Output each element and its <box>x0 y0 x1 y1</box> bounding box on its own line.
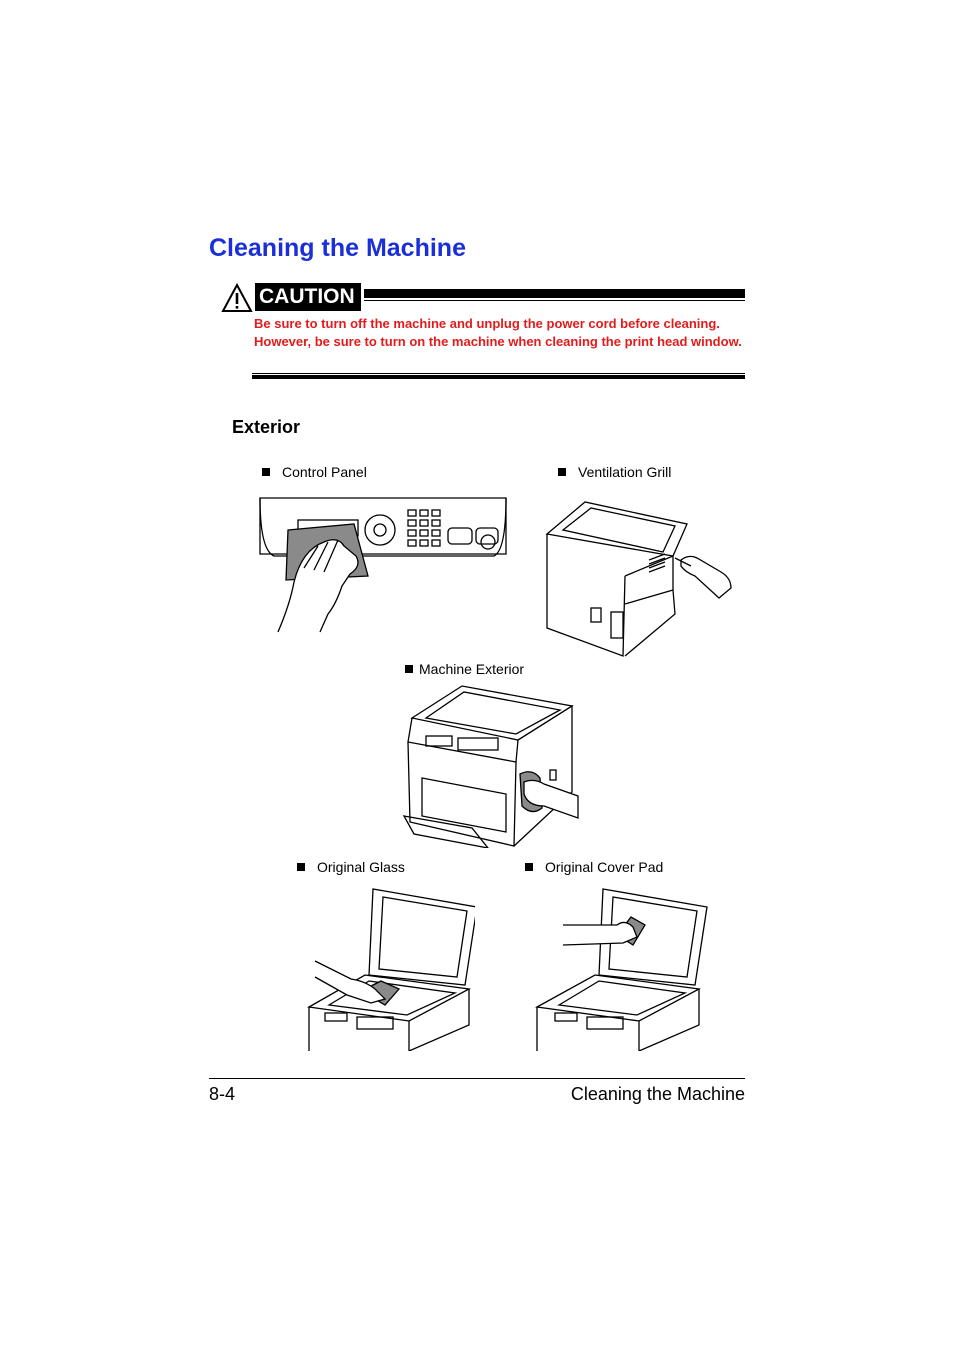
keypad <box>407 509 441 547</box>
bullet-square-icon <box>525 863 533 871</box>
figure-label-ventilation-grill: Ventilation Grill <box>558 464 671 480</box>
machine-exterior-illustration <box>402 685 579 848</box>
page-title: Cleaning the Machine <box>209 234 466 262</box>
control-panel-illustration <box>259 497 507 633</box>
caution-badge: CAUTION <box>255 283 361 311</box>
caution-message: Be sure to turn off the machine and unpl… <box>254 316 742 349</box>
footer-page-number: 8-4 <box>209 1084 236 1104</box>
bullet-square-icon <box>405 665 413 673</box>
bullet-square-icon <box>558 468 566 476</box>
ventilation-grill-illustration <box>545 501 732 657</box>
footer-section-title: Cleaning the Machine <box>570 1084 745 1104</box>
figure-label-machine-exterior: Machine Exterior <box>405 661 524 677</box>
warning-triangle-icon <box>221 283 253 312</box>
bullet-square-icon <box>297 863 305 871</box>
figure-label-control-panel: Control Panel <box>262 464 367 480</box>
caution-rule-bottom-thin <box>252 373 745 374</box>
figure-label-original-cover-pad: Original Cover Pad <box>525 859 663 875</box>
caution-rule-top <box>364 289 745 298</box>
original-glass-illustration <box>307 888 475 1051</box>
caution-rule-bottom <box>252 375 745 379</box>
section-heading: Exterior <box>232 417 301 437</box>
bullet-square-icon <box>262 468 270 476</box>
original-cover-pad-illustration <box>534 888 708 1051</box>
caution-rule-top-thin <box>364 300 745 301</box>
figure-label-original-glass: Original Glass <box>297 859 405 875</box>
footer-rule <box>209 1078 745 1079</box>
